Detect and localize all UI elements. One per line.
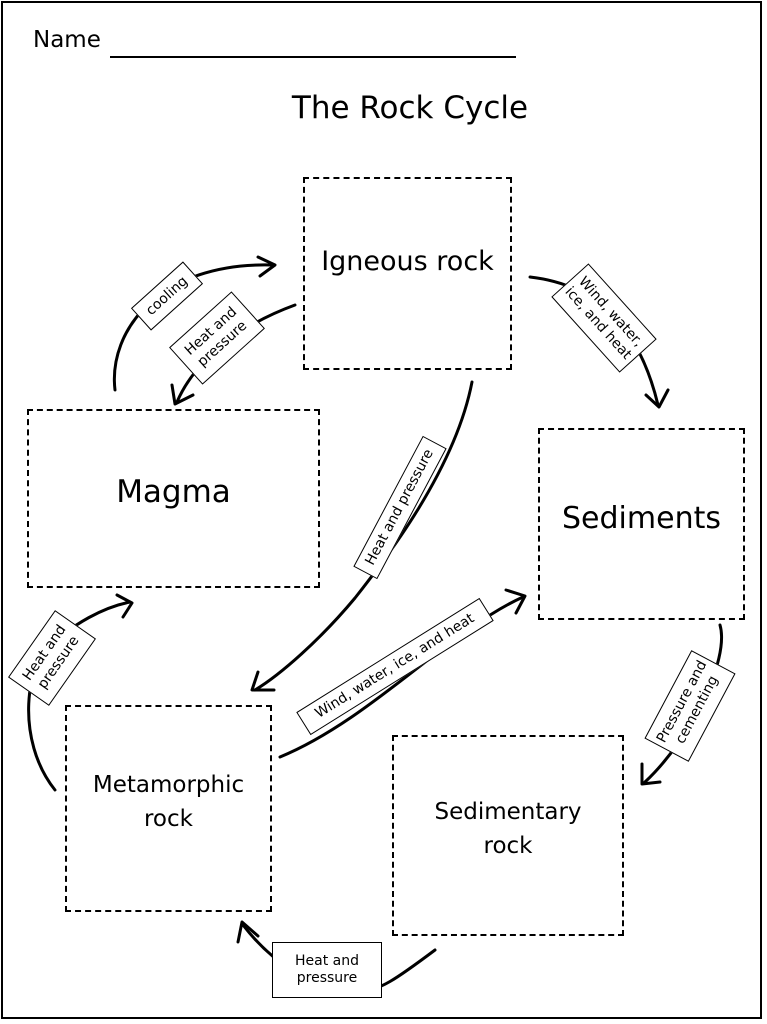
metamorphic-label-line2: rock xyxy=(143,805,193,832)
arrow-igneous-to-metamorphic xyxy=(253,380,474,692)
magma-label: Magma xyxy=(116,474,231,511)
sedimentary-rock-box: Sedimentary rock xyxy=(392,735,624,936)
label-text-line1: Heat and xyxy=(295,953,359,970)
metamorphic-rock-box: Metamorphic rock xyxy=(65,705,272,912)
arrow-metamorphic-to-sediments xyxy=(278,595,525,759)
metamorphic-label-line1: Metamorphic xyxy=(92,772,245,799)
page-title: The Rock Cycle xyxy=(291,90,529,126)
name-label: Name xyxy=(33,27,101,53)
sediments-label: Sediments xyxy=(562,501,721,537)
name-input-line[interactable] xyxy=(110,56,516,58)
sedimentary-label-line2: rock xyxy=(483,832,533,859)
igneous-rock-label: Igneous rock xyxy=(321,245,494,277)
label-text-line2: pressure xyxy=(296,970,358,986)
sediments-box: Sediments xyxy=(538,428,745,620)
magma-box: Magma xyxy=(27,409,320,588)
sedimentary-label-line1: Sedimentary xyxy=(434,799,582,826)
igneous-rock-box: Igneous rock xyxy=(303,177,512,370)
label-heat-pressure-sedimentary-to-metamorphic: Heat and pressure xyxy=(272,942,382,998)
